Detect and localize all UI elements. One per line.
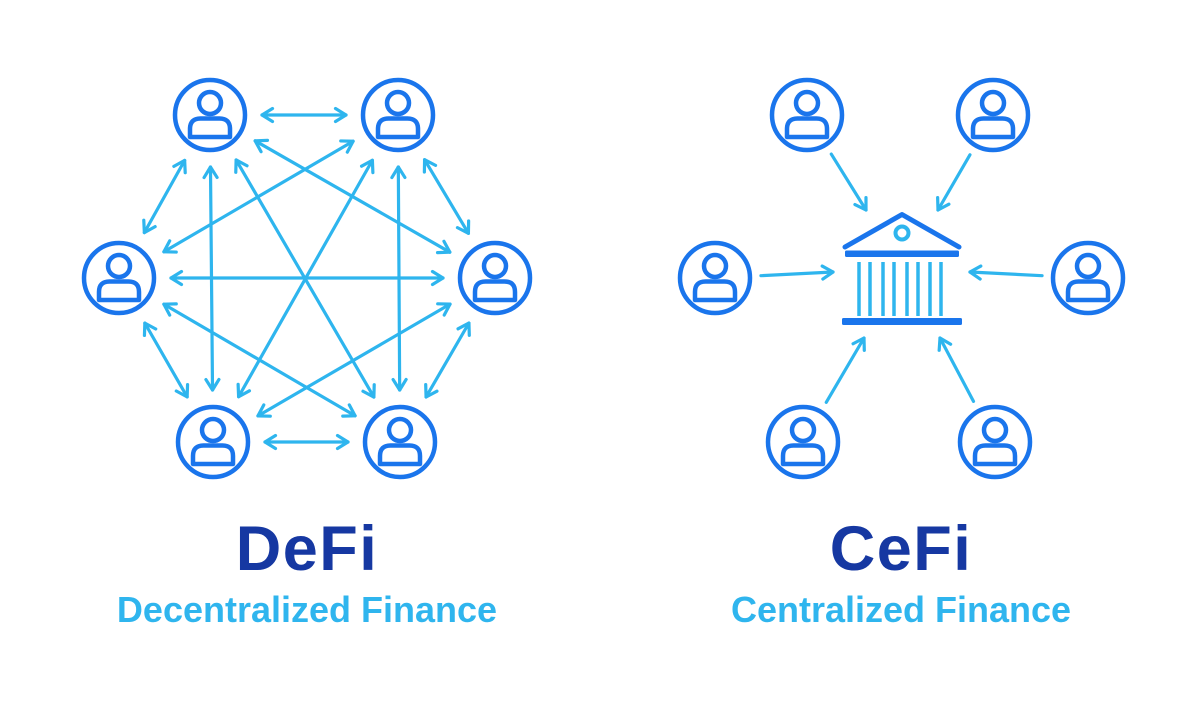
bank-icon: [842, 212, 962, 325]
double-headed-arrow: [142, 158, 187, 235]
user-icon: [460, 243, 530, 313]
user-icon: [84, 243, 154, 313]
user-icon: [178, 407, 248, 477]
bank-entablature: [845, 250, 959, 257]
cefi-caption: CeFi Centralized Finance: [655, 516, 1147, 631]
bank-pediment: [842, 212, 962, 250]
single-headed-arrow: [936, 153, 972, 212]
user-icon: [363, 80, 433, 150]
double-headed-arrow: [142, 321, 190, 399]
cefi-hub-diagram: [680, 80, 1123, 477]
user-icon: [772, 80, 842, 150]
user-icon: [960, 407, 1030, 477]
double-headed-arrow: [162, 139, 355, 254]
single-headed-arrow: [829, 152, 868, 212]
cefi-subtitle: Centralized Finance: [730, 589, 1072, 631]
double-headed-arrow: [256, 302, 452, 418]
single-headed-arrow: [759, 264, 835, 281]
double-headed-arrow: [424, 321, 471, 399]
double-headed-arrow: [162, 302, 357, 418]
user-icon: [365, 407, 435, 477]
user-icon: [768, 407, 838, 477]
cefi-title: CeFi: [829, 514, 973, 584]
user-icon: [175, 80, 245, 150]
double-headed-arrow: [422, 158, 471, 235]
single-headed-arrow: [968, 264, 1044, 281]
single-headed-arrow: [937, 336, 976, 403]
single-headed-arrow: [824, 336, 866, 404]
user-icon: [1053, 243, 1123, 313]
defi-subtitle: Decentralized Finance: [116, 589, 498, 631]
bank-base: [842, 318, 962, 325]
user-icon: [958, 80, 1028, 150]
bank-pediment-circle: [893, 224, 911, 242]
defi-network-diagram: [84, 80, 530, 477]
defi-title: DeFi: [235, 514, 379, 584]
user-icon: [680, 243, 750, 313]
defi-caption: DeFi Decentralized Finance: [80, 516, 534, 631]
